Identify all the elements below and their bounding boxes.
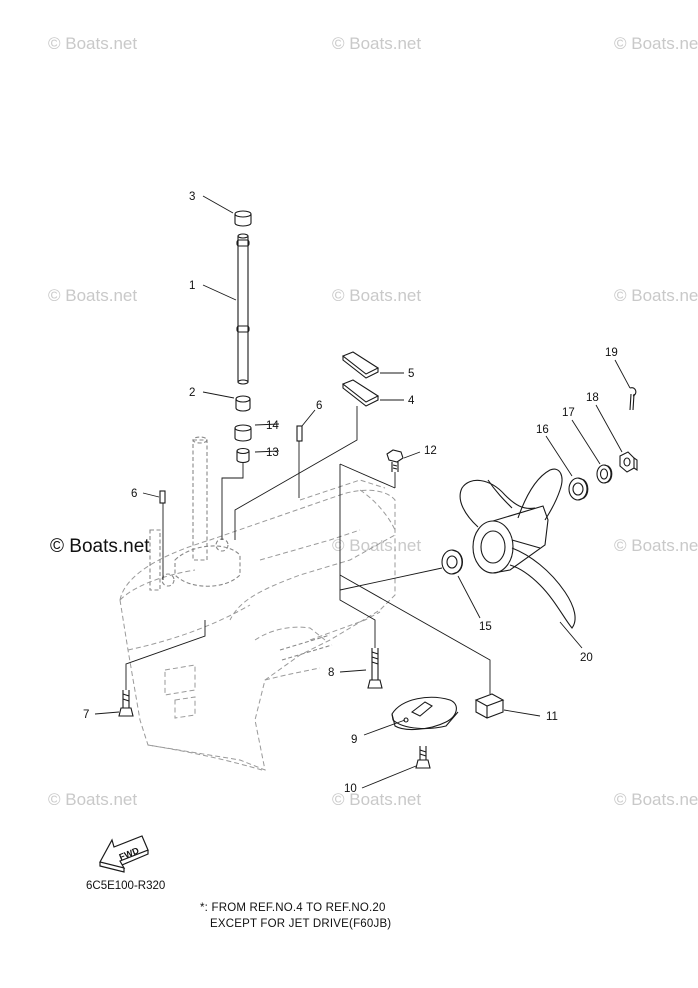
lower-casing [119, 479, 396, 771]
part-8-bolt [367, 648, 383, 689]
callout-8: 8 [328, 667, 334, 679]
callout-1: 1 [189, 280, 195, 292]
callout-16: 16 [536, 424, 549, 436]
callout-5: 5 [408, 368, 414, 380]
part-14-bushing [234, 424, 252, 442]
diagram-code: 6C5E100-R320 [86, 880, 166, 892]
watermark: © Boats.net [332, 286, 422, 305]
fwd-arrow-icon: FWD [99, 835, 149, 873]
part-10-bolt [415, 746, 431, 769]
watermark: © Boats.net [332, 790, 422, 809]
part-1-tube [236, 233, 250, 385]
callout-12: 12 [424, 445, 437, 457]
watermark: © Boats.net [332, 34, 422, 53]
part-18-nut [619, 451, 638, 473]
callout-19: 19 [605, 347, 618, 359]
part-7-bolt [118, 690, 134, 717]
callout-17: 17 [562, 407, 575, 419]
callout-3: 3 [189, 191, 195, 203]
part-6-dowel-pin [159, 490, 166, 504]
part-5-plate [341, 351, 380, 379]
callout-labels: 1 2 3 4 5 6 6 7 8 9 10 11 12 13 14 15 16… [83, 191, 618, 795]
callout-18: 18 [586, 392, 599, 404]
part-9-anode [391, 696, 459, 731]
footnote-line-1: *: FROM REF.NO.4 TO REF.NO.20 [200, 902, 386, 914]
watermark: © Boats.net [614, 536, 698, 555]
part-3-collar [234, 210, 252, 227]
callout-leaders [94, 195, 631, 789]
callout-2: 2 [189, 387, 195, 399]
watermark: © Boats.net [614, 286, 698, 305]
watermark: © Boats.net [614, 34, 698, 53]
watermark: © Boats.net [614, 790, 698, 809]
part-12-bolt [386, 449, 404, 472]
callout-13: 13 [266, 447, 279, 459]
callout-14: 14 [266, 420, 279, 432]
part-17-washer [596, 464, 613, 484]
drive-shaft-assembly [149, 436, 333, 661]
assembly-guide-lines [125, 406, 491, 694]
callout-20: 20 [580, 652, 593, 664]
part-20-propeller [459, 468, 576, 629]
callout-4: 4 [408, 395, 415, 407]
watermark: © Boats.net [48, 34, 138, 53]
callout-15: 15 [479, 621, 492, 633]
footnote-line-2: EXCEPT FOR JET DRIVE(F60JB) [210, 918, 392, 930]
callout-7: 7 [83, 709, 89, 721]
part-2-grommet [235, 395, 251, 412]
part-4-plate [341, 379, 380, 407]
watermark: © Boats.net [50, 536, 150, 557]
part-13-seal [236, 447, 250, 464]
callout-6: 6 [131, 488, 137, 500]
part-11-anode-block [474, 693, 505, 719]
part-15-thrust-washer [441, 549, 463, 575]
watermark: © Boats.net [48, 790, 138, 809]
part-16-spacer [568, 477, 589, 501]
callout-10: 10 [344, 783, 357, 795]
watermark: © Boats.net [48, 286, 138, 305]
callout-6: 6 [316, 400, 322, 412]
callout-9: 9 [351, 734, 357, 746]
callout-11: 11 [546, 711, 558, 723]
part-6-dowel-pin [296, 425, 303, 442]
part-19-cotter-pin [629, 387, 637, 411]
